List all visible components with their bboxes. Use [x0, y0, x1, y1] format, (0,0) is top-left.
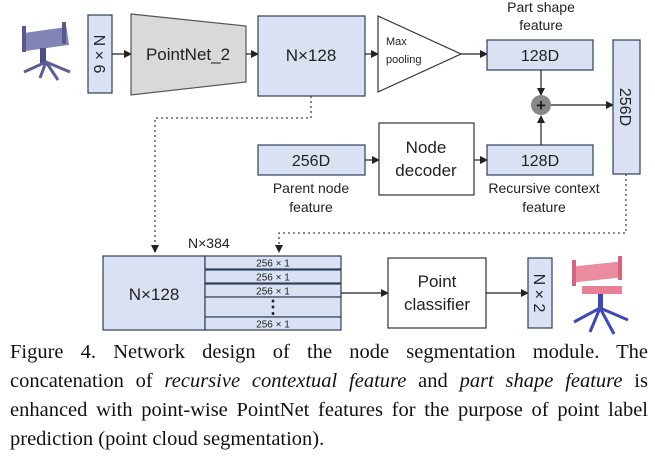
- recursive-context-label-1: Recursive context: [488, 180, 599, 196]
- part-shape-box: [486, 39, 594, 71]
- pointnet-trapezoid: [130, 13, 247, 96]
- output-dim-label: N × 2: [530, 274, 547, 313]
- max-pooling-triangle: [377, 15, 463, 93]
- concat-plus-sign: +: [536, 96, 546, 115]
- stack-cell-1-label: 256 × 1: [256, 259, 290, 270]
- concat-plus-node: [531, 95, 551, 115]
- caption-part-2: and: [406, 370, 460, 392]
- node-decoder-label-1: Node: [406, 138, 447, 157]
- bottom-pointwise-label: N×128: [129, 285, 180, 304]
- stack-ellipsis: ⋮: [264, 297, 282, 317]
- parent-feature-dim: 256D: [292, 153, 330, 170]
- max-pooling-label-2: pooling: [386, 54, 421, 66]
- concat-n384-label: N×384: [188, 235, 230, 251]
- part-shape-label-2: feature: [519, 17, 563, 33]
- output-chair-pointcloud: [572, 256, 629, 335]
- part-shape-dim: 128D: [521, 48, 559, 65]
- parent-feature-label-1: Parent node: [273, 180, 349, 196]
- recursive-context-box: [486, 144, 594, 176]
- recursive-context-dim: 128D: [521, 153, 559, 170]
- node-decoder-box: [378, 122, 475, 196]
- concat-256d-box: [612, 39, 641, 175]
- point-classifier-label-1: Point: [418, 272, 457, 291]
- point-classifier-box: [387, 257, 487, 329]
- caption-part-3: is enhanced with point-wise PointNet fea…: [10, 370, 648, 450]
- stack-cell-1: [204, 255, 342, 270]
- dotted-global-connection: [275, 174, 627, 253]
- bottom-pointwise-box: [102, 255, 206, 331]
- recursive-context-label-2: feature: [522, 199, 566, 215]
- figure-caption: Figure 4. Network design of the node seg…: [10, 338, 648, 454]
- stack-cell-2: [204, 269, 342, 284]
- parent-feature-box: [257, 144, 366, 176]
- concat-256d-label: 256D: [616, 88, 633, 126]
- pointwise-feature-box: [257, 15, 366, 97]
- stack-cell-4-label: 256 × 1: [256, 320, 290, 331]
- point-classifier-label-2: classifier: [404, 295, 470, 314]
- input-chair-pointcloud: [22, 22, 71, 81]
- stack-cell-3-label: 256 × 1: [256, 287, 290, 298]
- input-dim-label: N × 6: [90, 35, 107, 74]
- network-diagram: N × 6 PointNet_2 N×128 Max pooling Part …: [22, 0, 641, 335]
- node-decoder-label-2: decoder: [395, 161, 457, 180]
- caption-italic-1: recursive contextual feature: [164, 370, 407, 392]
- caption-part-1: Figure 4. Network design of the node seg…: [10, 341, 648, 392]
- stack-cell-2-label: 256 × 1: [256, 273, 290, 284]
- dotted-skip-connection: [151, 96, 312, 253]
- stack-cell-4: [204, 316, 342, 331]
- part-shape-label-1: Part shape: [507, 0, 575, 15]
- pointnet-label: PointNet_2: [146, 45, 230, 64]
- parent-feature-label-2: feature: [289, 199, 333, 215]
- feature-stack: 256 × 1 256 × 1 256 × 1 ⋮ 256 × 1: [204, 255, 342, 331]
- caption-italic-2: part shape feature: [459, 370, 623, 392]
- max-pooling-label-1: Max: [386, 36, 407, 48]
- pointwise-feature-label: N×128: [286, 46, 337, 65]
- output-dim-box: [527, 257, 553, 329]
